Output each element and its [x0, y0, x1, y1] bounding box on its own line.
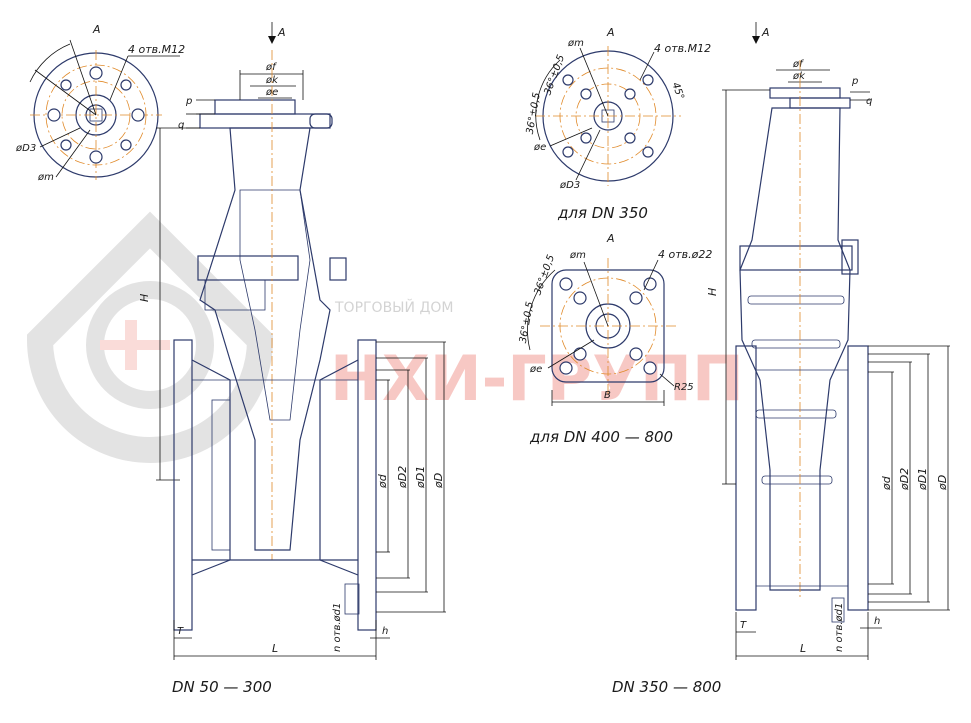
h-label-left: h: [382, 626, 388, 637]
q-label-left: q: [178, 120, 184, 131]
caption-dn350: для DN 350: [557, 204, 648, 222]
H-label-right: H: [706, 288, 719, 296]
oD1-label-right: øD1: [916, 468, 929, 491]
caption-dn400-800: для DN 400 — 800: [529, 428, 673, 446]
oD3-label: øD3: [15, 143, 36, 154]
om-label-400: øm: [569, 250, 586, 261]
view-a-label-350: A: [606, 26, 615, 39]
flange-view-a-small: A 4 отв.M12 øD3 øm: [15, 23, 185, 183]
angle-36-label-400a: 36°±0,5: [532, 253, 557, 296]
p-label-right: p: [851, 76, 858, 87]
view-a-label: A: [92, 23, 101, 36]
oD2-label-right: øD2: [898, 468, 911, 491]
T-label-left: T: [177, 626, 184, 637]
valve-right: øf øk p q H: [612, 59, 950, 696]
right-view-caption: DN 350 — 800: [612, 678, 721, 696]
arrow-a-label-left: A: [277, 26, 286, 39]
H-label-left: H: [138, 294, 151, 302]
angle-36-label-400b: 36°±0,5: [518, 301, 536, 344]
q-label-right: q: [866, 96, 872, 107]
p-label-left: p: [185, 96, 192, 107]
B-label: B: [604, 390, 611, 401]
valve-left: øf øk øe p q H: [138, 50, 446, 696]
of-label-left: øf: [265, 62, 277, 73]
watermark-logo-icon: [26, 211, 274, 463]
n-holes-label-left: n отв.ød1: [332, 603, 343, 652]
watermark: ТОРГОВЫЙ ДОМ НХИ-ГРУПП: [26, 211, 744, 463]
R25-label: R25: [674, 382, 694, 393]
holes-m12-label-350: 4 отв.M12: [654, 42, 711, 55]
oD1-label-left: øD1: [414, 466, 427, 489]
flange-view-dn350: A øm 36°±0,5 36°±0,5 4 отв.M12 45° øe øD…: [525, 26, 711, 222]
L-label-left: L: [272, 642, 278, 655]
watermark-subtitle: ТОРГОВЫЙ ДОМ: [334, 298, 454, 316]
left-view-caption: DN 50 — 300: [172, 678, 272, 696]
oD-label-left: øD: [432, 473, 445, 489]
oe-label-350: øe: [533, 142, 546, 153]
angle-36-label-350b: 36°±0,5: [525, 92, 543, 135]
od-label-left: ød: [376, 473, 389, 489]
section-arrow-a-right: A: [752, 22, 770, 44]
T-label-right: T: [740, 620, 747, 631]
holes-m12-label: 4 отв.M12: [128, 43, 185, 56]
watermark-brand: НХИ-ГРУПП: [330, 342, 744, 415]
oD3-label-350: øD3: [559, 180, 580, 191]
angle-36-label-350a: 36°±0,5: [542, 53, 567, 96]
om-label-350: øm: [567, 38, 584, 49]
n-holes-label-right: n отв.ød1: [834, 603, 845, 652]
ok-label-right: øk: [792, 71, 806, 82]
oe-label-400: øe: [529, 364, 542, 375]
om-label-small: øm: [37, 172, 54, 183]
arrow-a-label-right: A: [761, 26, 770, 39]
od-label-right: ød: [880, 475, 893, 491]
oD2-label-left: øD2: [396, 466, 409, 489]
oD-label-right: øD: [936, 475, 949, 491]
h-label-right: h: [874, 616, 880, 627]
of-label-right: øf: [792, 59, 804, 70]
section-arrow-a-left: A: [268, 22, 286, 44]
angle-45-label-350: 45°: [669, 81, 685, 101]
L-label-right: L: [800, 642, 806, 655]
view-a-label-400: A: [606, 232, 615, 245]
holes-22-label: 4 отв.ø22: [658, 248, 712, 261]
ok-label-left: øk: [265, 75, 279, 86]
